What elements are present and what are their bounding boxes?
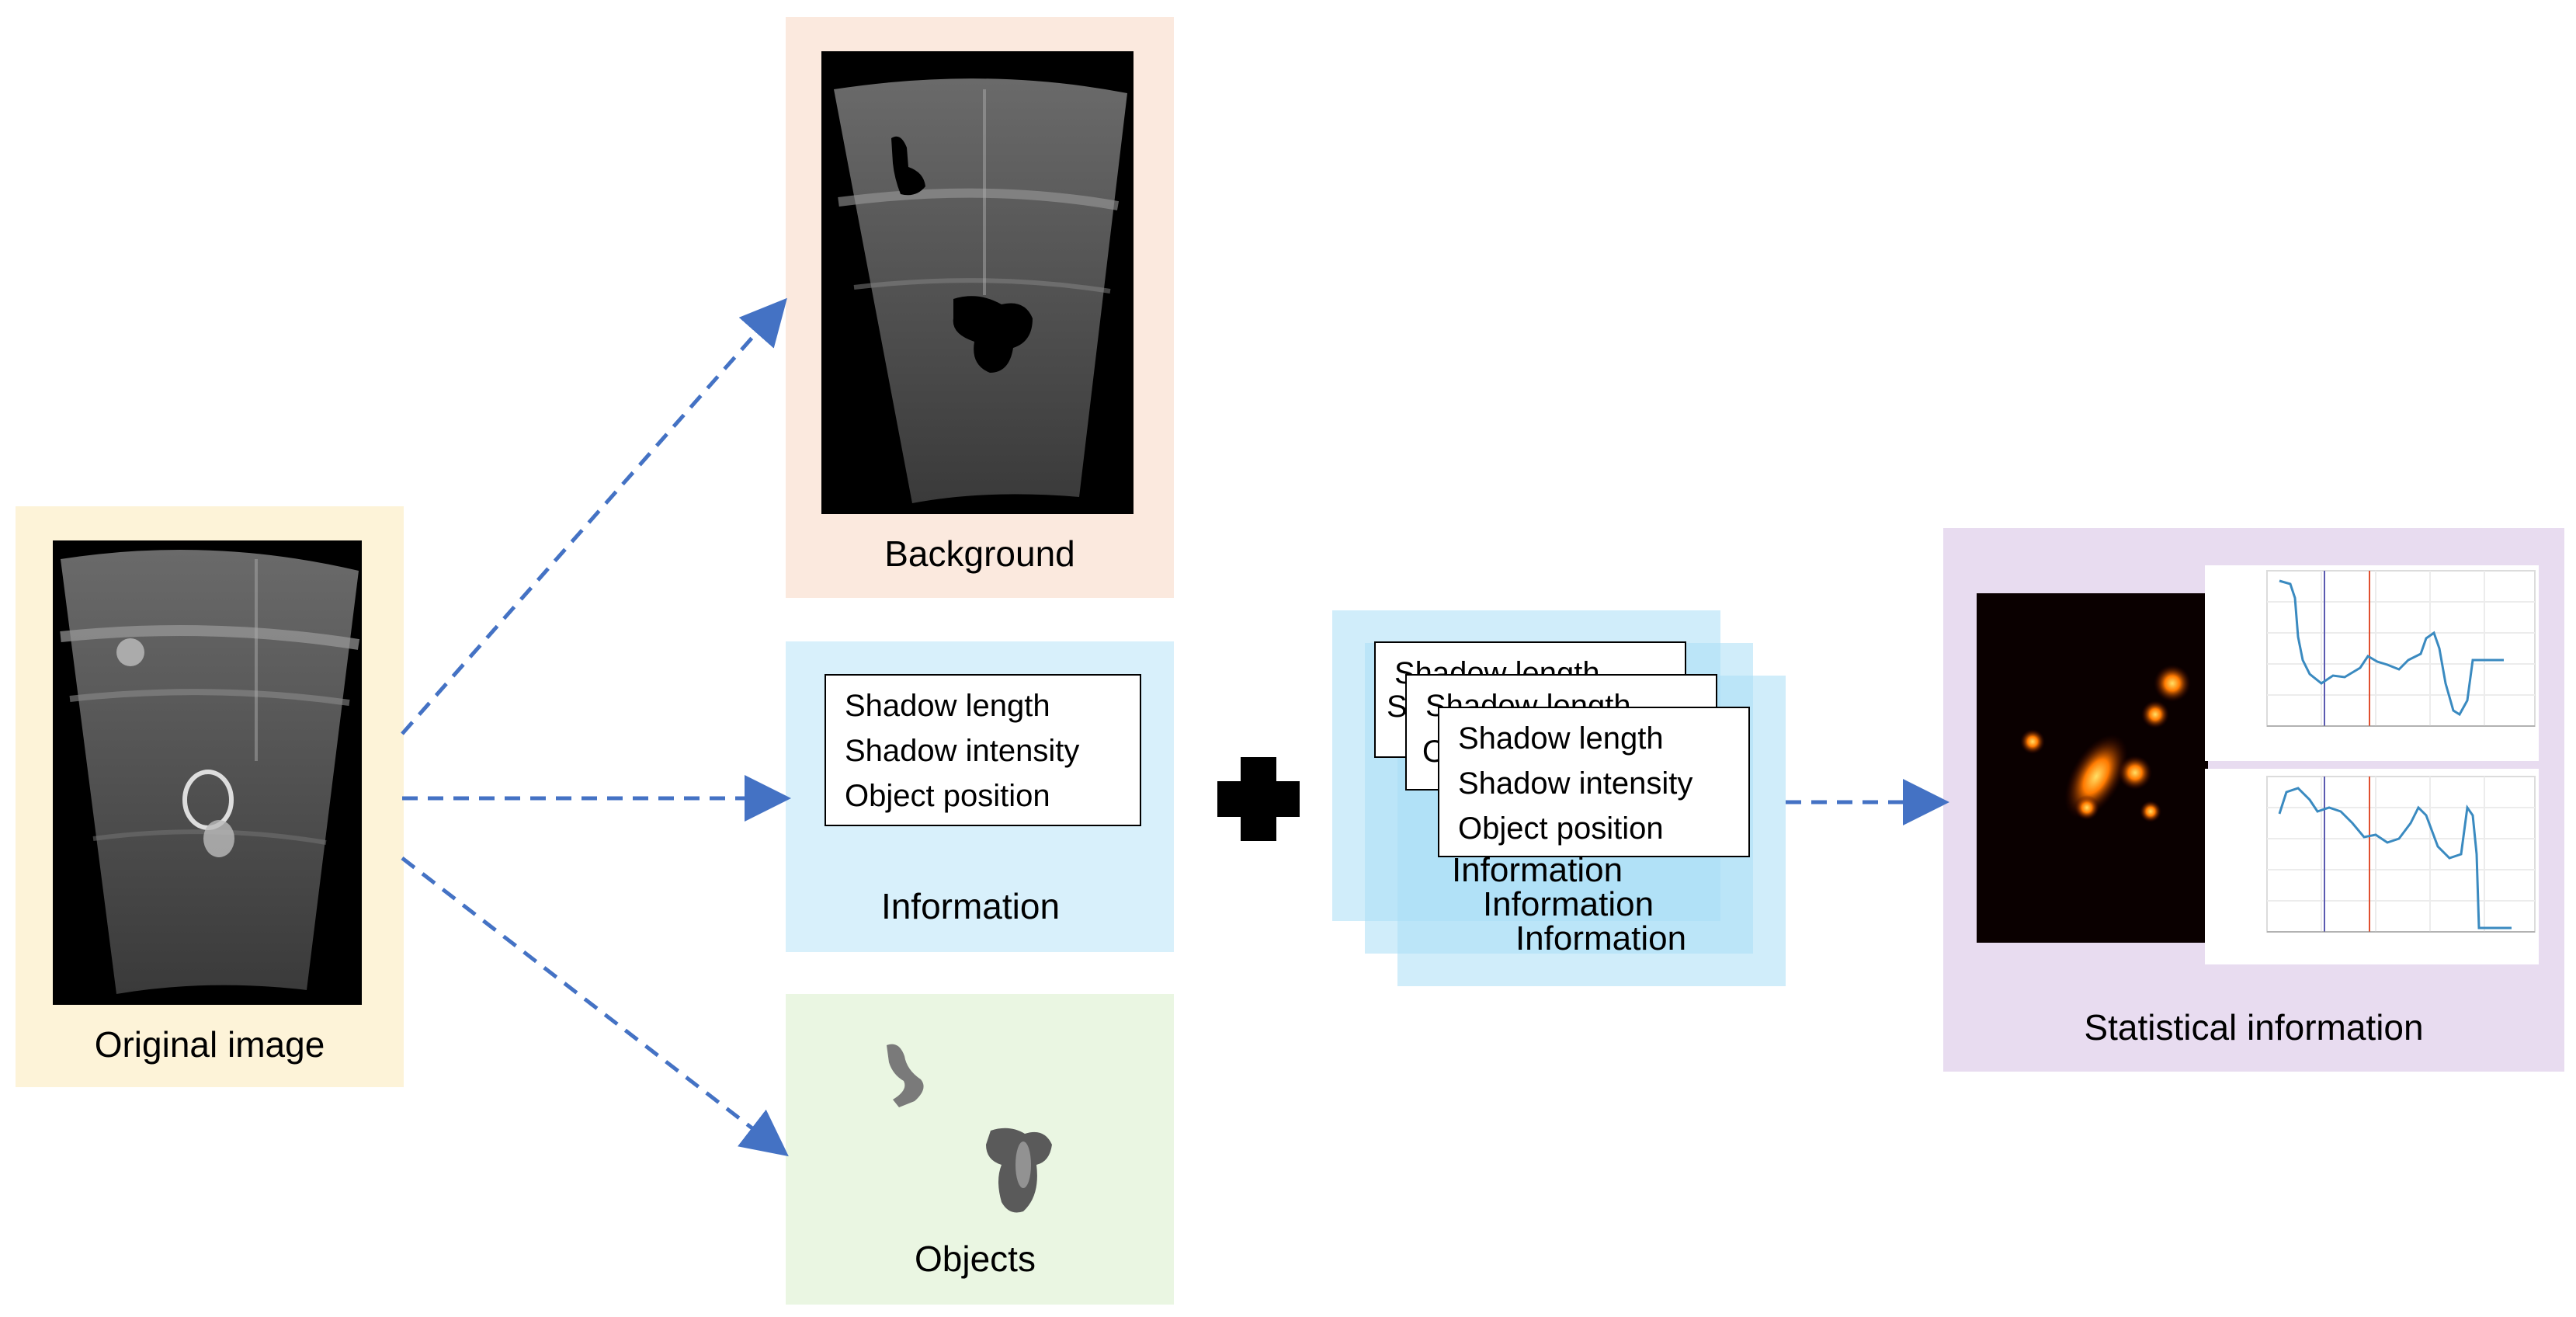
stack-item-shadow-intensity: Shadow intensity bbox=[1458, 766, 1693, 801]
statistical-information-label: Statistical information bbox=[2084, 1007, 2424, 1048]
background-sonar-image bbox=[821, 51, 1134, 514]
heatmap-image bbox=[1977, 593, 2208, 943]
stack-box-1-letter-s: S bbox=[1387, 690, 1408, 724]
info-item-object-position: Object position bbox=[845, 779, 1050, 813]
stack-label-1: Information bbox=[1451, 851, 1623, 889]
objects-panel bbox=[786, 994, 1174, 1305]
original-image-label: Original image bbox=[94, 1024, 325, 1065]
extracted-objects bbox=[887, 1044, 1052, 1213]
plus-icon bbox=[1217, 757, 1300, 841]
stack-item-object-position: Object position bbox=[1458, 811, 1664, 846]
info-item-shadow-length: Shadow length bbox=[845, 689, 1050, 723]
stack-label-3: Information bbox=[1515, 919, 1687, 957]
stack-item-shadow-length: Shadow length bbox=[1458, 721, 1664, 756]
information-label: Information bbox=[880, 886, 1061, 926]
gradient-profile-plot bbox=[2205, 565, 2539, 761]
objects-label: Objects bbox=[915, 1239, 1036, 1279]
background-label: Background bbox=[884, 533, 1075, 574]
flow-arrows bbox=[401, 297, 1949, 1157]
stack-label-2: Information bbox=[1482, 885, 1654, 923]
stacked-info-box-3: Shadow length Shadow intensity Object po… bbox=[1438, 707, 1750, 857]
brightness-profile-plot bbox=[2205, 769, 2539, 964]
information-box: Shadow length Shadow intensity Object po… bbox=[825, 674, 1141, 826]
original-sonar-image bbox=[53, 540, 362, 1005]
info-item-shadow-intensity: Shadow intensity bbox=[845, 734, 1080, 768]
